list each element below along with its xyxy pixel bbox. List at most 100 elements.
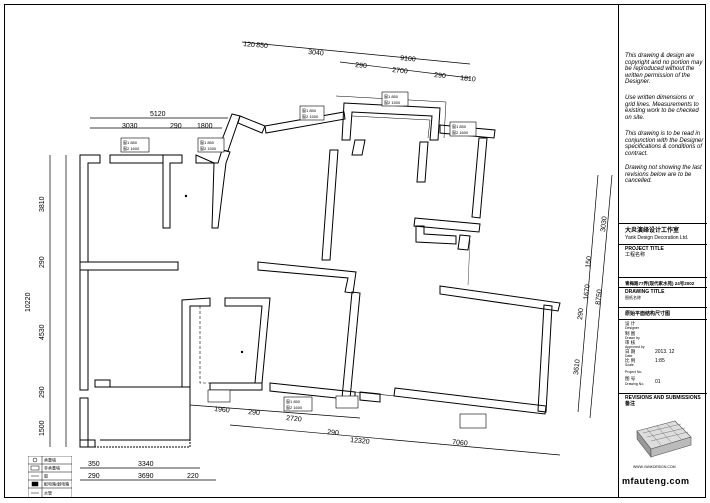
- field-date-cn: 日 期: [625, 349, 636, 354]
- dim-label: 8750: [595, 289, 604, 305]
- drawing-name: 原始平面结构尺寸图: [625, 311, 671, 317]
- plan-wall-south-east: [393, 387, 547, 415]
- company-url: WWW.YANKDESIGN.COM: [633, 465, 676, 469]
- window-tag-label: 窗1 850: [123, 139, 138, 145]
- plan-wall-partition-2: [195, 149, 231, 229]
- window-tag-label: 窗2 1500: [200, 145, 217, 151]
- window-tag-label: 窗1 850: [452, 123, 467, 129]
- dim-label: 290: [39, 386, 46, 398]
- field-scale-cn: 比 例: [625, 358, 636, 363]
- legend-label: 窗: [44, 473, 48, 479]
- field-drawn-cn: 制 图: [625, 331, 636, 336]
- dim-label: 1810: [460, 75, 476, 83]
- project-title-label: PROJECT TITLE: [625, 246, 664, 252]
- plan-wall-kitchen-3: [415, 225, 457, 245]
- plan-bay-inner: [351, 115, 431, 139]
- plan-wall-partition: [162, 154, 183, 229]
- plan-wall-inner-bath-2: [224, 297, 271, 384]
- plan-wall-south-east-2: [359, 391, 381, 403]
- dim-label: 12320: [350, 437, 370, 446]
- dim-line-bottom2: [229, 424, 561, 456]
- legend-label: 承重墙: [44, 457, 56, 463]
- legend: 承重墙 非承重墙 窗 配电箱/弱电箱 水管: [27, 455, 73, 499]
- revisions-cn: 备注: [625, 401, 636, 407]
- dim-label: 290: [170, 123, 182, 130]
- dim-line-top1: [241, 41, 471, 65]
- dim-label: 1960: [214, 406, 230, 414]
- plan-window-south: [354, 391, 396, 397]
- dim-label: 2700: [392, 67, 408, 75]
- plan-wall-balcony: [100, 386, 191, 441]
- window-tag-label: 窗1 850: [200, 139, 215, 145]
- dim-label: 350: [88, 461, 100, 468]
- plan-wall-east-top: [471, 137, 488, 219]
- plan-wall-south-mid: [209, 382, 263, 391]
- legend-label: 配电箱/弱电箱: [44, 481, 69, 487]
- plan-wall-core: [457, 234, 471, 251]
- dim-line-top2: [339, 61, 471, 79]
- dim-label: 3610: [573, 359, 582, 375]
- dim-line-right2: [577, 174, 599, 413]
- drawing-title-cn: 图纸名称: [625, 295, 641, 300]
- plan-wall-west-lower: [79, 269, 89, 391]
- sheet-border: [4, 4, 706, 498]
- field-scale-value: 1:85: [655, 358, 665, 364]
- contract-note: This drawing is to be read in conjunctio…: [625, 131, 704, 157]
- window-tag-label: 窗2 1500: [384, 99, 401, 105]
- dim-label: 2720: [286, 415, 302, 423]
- window-tag-label: 窗2 1600: [286, 404, 303, 410]
- dim-label: 3030: [122, 123, 138, 130]
- dim-label: 1670: [583, 284, 592, 300]
- plan-wall-left-room: [79, 154, 101, 263]
- revision-note: Drawing not showing the last revisions b…: [625, 165, 702, 184]
- company-name-cn: 大炎演绎设计工作室: [625, 228, 680, 234]
- field-approved-en: Approved by: [625, 345, 645, 349]
- drawing-title-label: DRAWING TITLE: [625, 289, 665, 295]
- company-logo: [633, 417, 693, 461]
- dim-label: 290: [327, 429, 339, 437]
- watermark-text: mfauteng.com: [622, 476, 690, 486]
- dim-label: 4530: [39, 324, 46, 340]
- plan-wall-north-east: [439, 124, 496, 139]
- plan-wall-west-corridor: [321, 149, 339, 261]
- plan-wall-left-lower: [79, 261, 179, 271]
- plan-wall-living-west-2: [341, 291, 361, 400]
- field-drawingno-value: 01: [655, 379, 661, 385]
- dim-label: 5120: [150, 111, 166, 118]
- dim-label: 290: [39, 256, 46, 268]
- plan-floor-drain: [240, 350, 244, 354]
- plan-wall-east: [537, 304, 553, 413]
- copyright-note: This drawing & design are copyright and …: [625, 53, 703, 85]
- plan-wall-inner-bath: [181, 297, 211, 388]
- legend-label: 水管: [44, 490, 52, 496]
- window-tag-label: 窗2 1600: [452, 129, 469, 135]
- window-tag-label: 窗1 850: [384, 93, 399, 99]
- field-designer-en: Designer: [625, 326, 640, 330]
- dim-label: 3810: [39, 196, 46, 212]
- field-drawn-en: Drawn by: [625, 336, 640, 340]
- dimensions-note: Use written dimensions or grid lines. Me…: [625, 95, 699, 121]
- plan-floor-drain: [184, 194, 188, 198]
- dim-label: 3030: [600, 216, 609, 232]
- dim-label: 120: [243, 41, 255, 49]
- field-scale-en: Scale: [625, 363, 634, 367]
- field-drawingno-cn: 图 号: [625, 376, 636, 381]
- plan-wall-stair: [351, 139, 366, 156]
- plan-wall-left-room-2: [109, 154, 164, 164]
- dim-label: 3040: [308, 49, 324, 57]
- dim-label: 9100: [400, 55, 416, 63]
- dimension-labels: 120 850 3040 9100 290 2700 290 1810 5120…: [25, 41, 609, 480]
- dim-label: 290: [355, 62, 367, 70]
- plan-wall-living-west: [257, 261, 357, 294]
- dim-label: 290: [434, 72, 446, 80]
- dim-label: 7060: [452, 439, 468, 447]
- dim-label: 150: [585, 256, 593, 268]
- dim-label: 290: [88, 473, 100, 480]
- dim-label: 1800: [197, 123, 213, 130]
- dim-label: 290: [248, 409, 260, 417]
- plan-wall-kitchen: [416, 141, 429, 183]
- plan-wall-north-2: [237, 115, 266, 134]
- dim-label: 850: [256, 42, 268, 50]
